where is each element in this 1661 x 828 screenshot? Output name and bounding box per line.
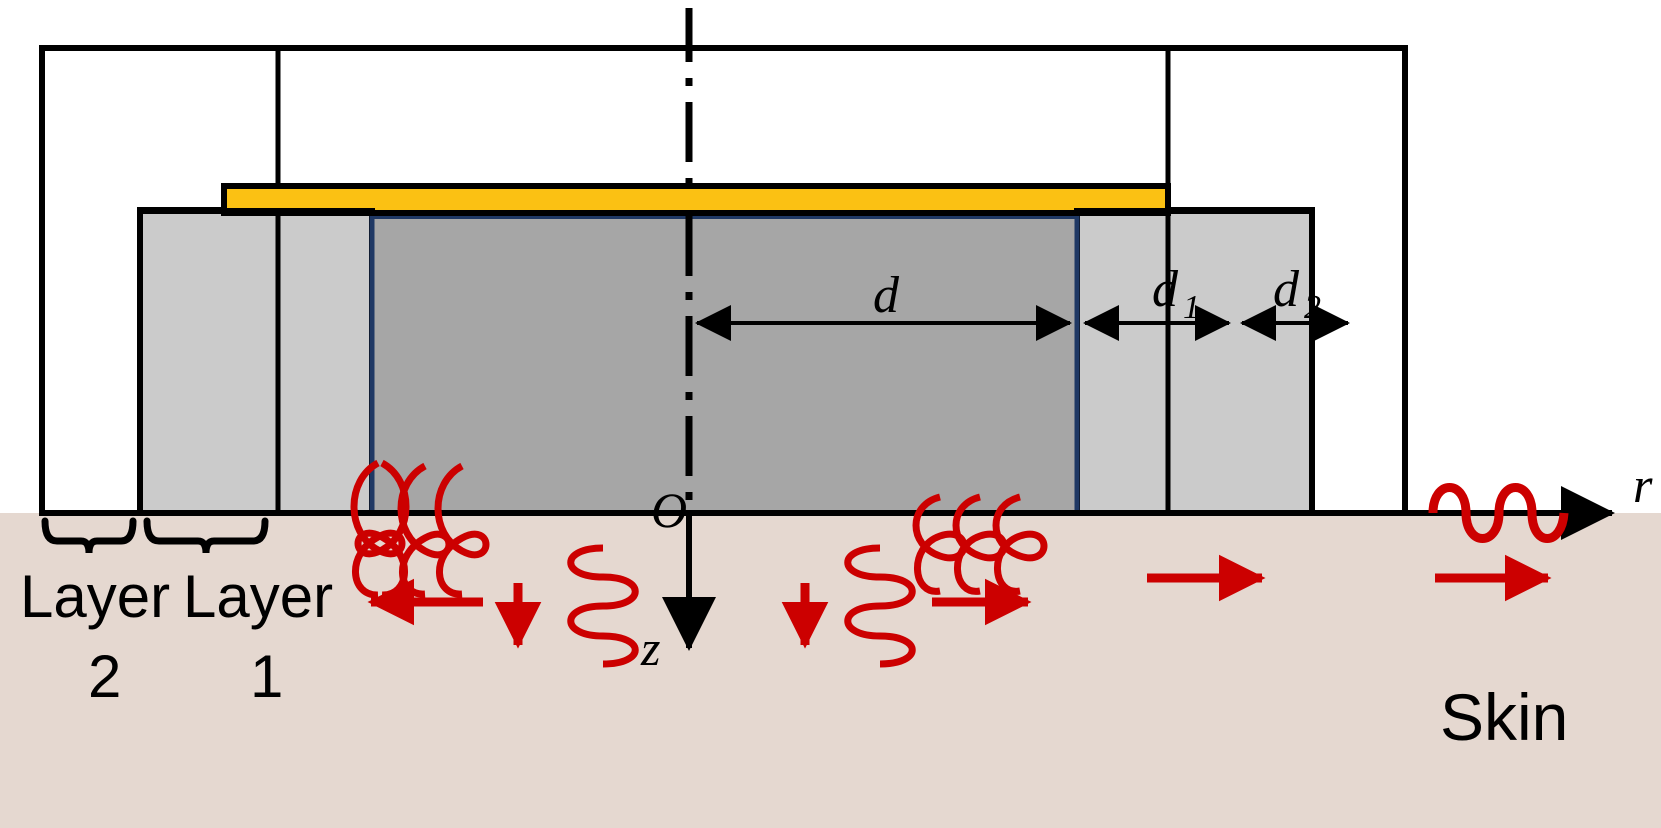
dimension-label-d1: d 1 bbox=[1152, 261, 1200, 326]
light-gray-block-left bbox=[137, 207, 375, 516]
origin-label: O bbox=[651, 482, 687, 538]
dimension-label-d: d bbox=[873, 267, 900, 324]
sine-wave-left bbox=[567, 544, 639, 668]
coil-wave-left-c bbox=[434, 462, 490, 598]
layer-2-number: 2 bbox=[88, 643, 121, 710]
brace-layer-2 bbox=[41, 517, 137, 554]
dimension-label-d1-base: d bbox=[1152, 261, 1179, 318]
dark-gray-active-block bbox=[369, 207, 1080, 516]
sine-wave-right bbox=[844, 544, 916, 668]
gold-electrode-bar bbox=[221, 183, 1171, 216]
skin-label: Skin bbox=[1440, 680, 1568, 754]
brace-layer-1 bbox=[143, 517, 269, 554]
dimension-label-d2-subscript: 2 bbox=[1304, 289, 1321, 326]
layer-2-label: Layer bbox=[20, 563, 170, 630]
dimension-label-d2-base: d bbox=[1273, 261, 1300, 318]
surface-wave bbox=[1428, 483, 1569, 543]
r-axis-label: r bbox=[1633, 457, 1653, 513]
light-gray-block-right bbox=[1074, 207, 1315, 516]
z-axis-label: z bbox=[640, 620, 660, 676]
coil-wave-right-c bbox=[992, 493, 1048, 595]
layer-1-number: 1 bbox=[250, 643, 283, 710]
layer-1-label: Layer bbox=[183, 563, 333, 630]
skin-region bbox=[0, 513, 1661, 828]
dimension-label-d2: d 2 bbox=[1273, 261, 1321, 326]
dimension-label-d1-subscript: 1 bbox=[1183, 289, 1200, 326]
